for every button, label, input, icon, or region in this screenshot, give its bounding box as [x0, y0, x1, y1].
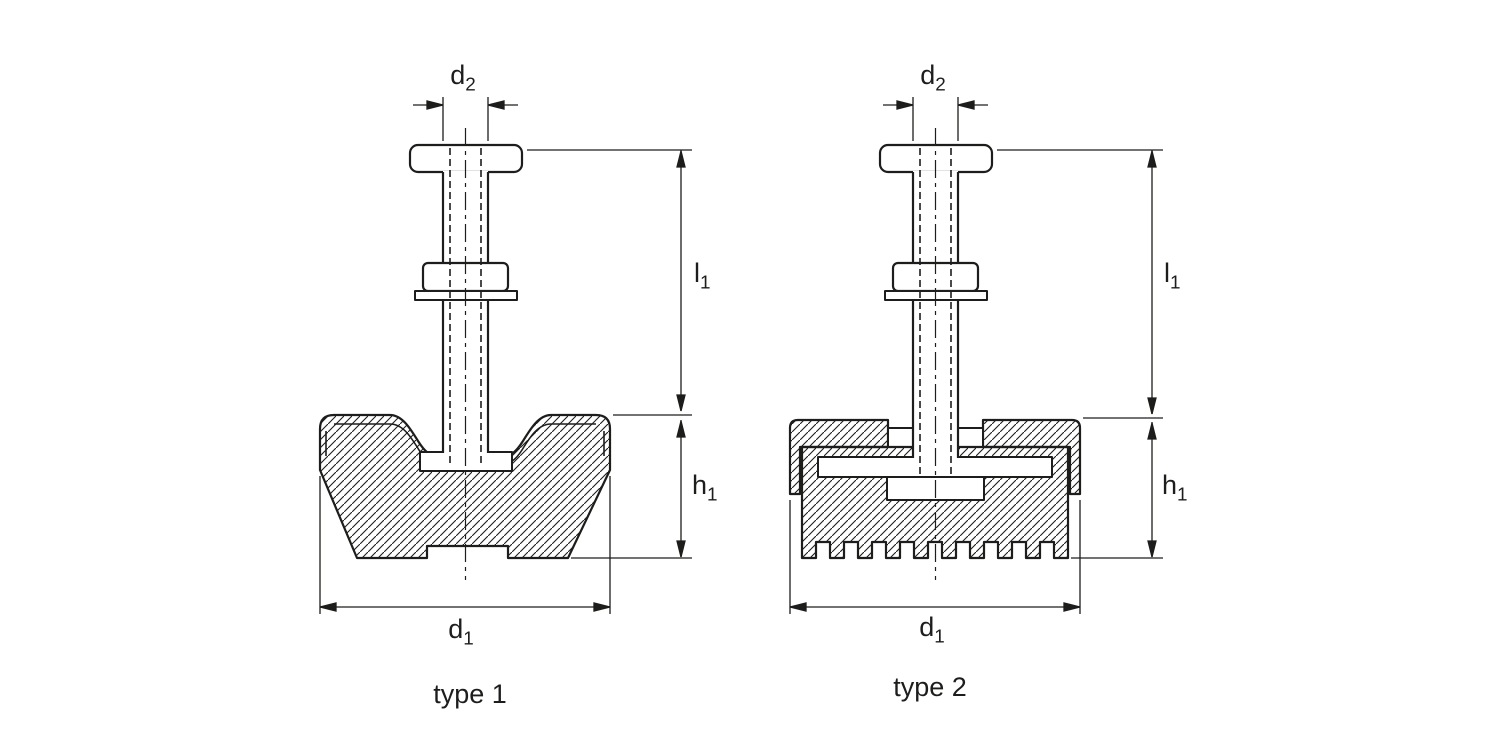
d1-arrow-left-type1 [319, 602, 337, 612]
h1-arrow-bottom-type1 [676, 540, 686, 558]
dim-letter: l [1164, 258, 1170, 288]
d2-arrow-right-type1 [487, 100, 505, 110]
dim-subscript: 2 [465, 74, 476, 96]
d1-arrow-right-type2 [1063, 602, 1081, 612]
h1-arrow-top-type1 [676, 420, 686, 438]
caption-type2: type 2 [893, 672, 967, 702]
dim-subscript: 1 [707, 484, 718, 506]
dim-label-d1-type1: d1 [448, 616, 474, 649]
dim-subscript: 1 [934, 626, 945, 648]
cap-seat-right-type2 [957, 427, 984, 448]
thread-dashed-lines-type1 [449, 148, 482, 466]
d1-extension-lines-type1 [319, 476, 611, 614]
dim-label-h1-type2: h1 [1162, 472, 1188, 505]
dim-letter: l [694, 258, 700, 288]
dim-subscript: 1 [463, 628, 474, 650]
dim-subscript: 1 [700, 272, 711, 294]
figure-type2-drawing [788, 128, 1082, 580]
d2-arrow-left-type2 [896, 100, 914, 110]
dim-letter: d [448, 614, 464, 644]
h1-arrow-bottom-type2 [1147, 540, 1157, 558]
dim-subscript: 2 [935, 74, 946, 96]
dim-label-d2-type2: d2 [920, 62, 946, 95]
dim-letter: d [450, 60, 466, 90]
d2-arrow-right-type2 [957, 100, 975, 110]
caption-type1: type 1 [433, 679, 507, 709]
figure-type2-dimensions [789, 97, 1163, 614]
d1-arrow-left-type2 [789, 602, 807, 612]
dim-subscript: 1 [1177, 484, 1188, 506]
dim-label-d1-type2: d1 [919, 614, 945, 647]
d1-extension-lines-type2 [789, 500, 1081, 614]
shaft-edges-type2 [911, 172, 960, 458]
dim-label-l1-type1: l1 [694, 260, 711, 293]
dim-letter: d [920, 60, 936, 90]
l1-arrow-top-type1 [676, 150, 686, 168]
figure-type1-drawing [318, 128, 612, 580]
dim-subscript: 1 [1170, 272, 1181, 294]
dim-letter: h [1162, 470, 1178, 500]
l1-arrow-bottom-type1 [676, 394, 686, 412]
l1-arrow-top-type2 [1147, 150, 1157, 168]
dim-label-l1-type2: l1 [1164, 260, 1181, 293]
dim-letter: h [692, 470, 708, 500]
dim-label-d2-type1: d2 [450, 62, 476, 95]
l1-extension-lines-type1 [527, 149, 692, 416]
l1-extension-lines-type2 [997, 149, 1163, 419]
dim-label-h1-type1: h1 [692, 472, 718, 505]
dim-letter: d [919, 612, 935, 642]
cap-right-type2 [981, 418, 1082, 496]
figure-type1-dimensions [319, 97, 692, 614]
l1-arrow-bottom-type2 [1147, 397, 1157, 415]
d1-arrow-right-type1 [593, 602, 611, 612]
h1-arrow-top-type2 [1147, 422, 1157, 440]
cap-seat-left-type2 [887, 427, 914, 448]
shaft-edges-type1 [441, 172, 490, 453]
d2-arrow-left-type1 [426, 100, 444, 110]
